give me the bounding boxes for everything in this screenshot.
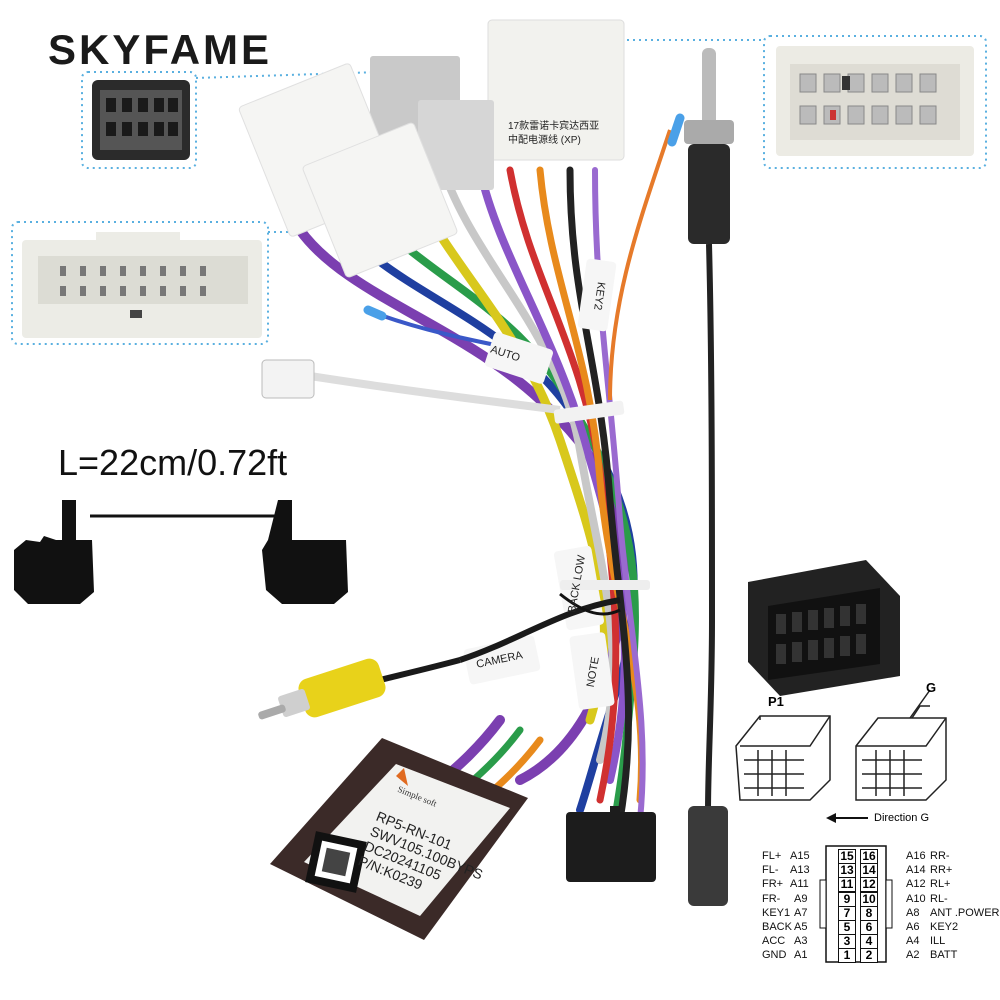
pin-number: 4 [860,934,878,950]
pin-left-name: GND [762,949,787,962]
pin-right-code: A6 [906,921,920,933]
pin-number: 14 [860,863,878,879]
pin-number: 10 [860,891,878,907]
white-connectors [238,19,625,278]
pin-number: 12 [860,877,878,893]
pin-number: 7 [838,905,856,921]
pin-right-code: A16 [906,850,926,862]
pin-right-name: KEY2 [930,921,959,933]
pin-number: 5 [838,920,856,935]
pin-right-name: BATT [930,949,958,962]
pin-number: 9 [838,891,856,907]
pin-right-code: A4 [906,935,920,948]
brand-logo: SKYFAME [48,26,273,73]
connector-line-drawings [735,689,947,801]
pin-right-code: A8 [906,906,920,919]
antenna-cable [684,48,734,906]
pin-left-code: A7 [794,906,808,919]
decoder-box [270,738,528,940]
pin-left-name: FL+ [762,850,782,862]
black-connector-detail [748,560,900,696]
pin-left-code: A15 [790,850,810,862]
pin-number: 16 [860,849,878,864]
pin-left-code: A9 [794,892,808,905]
pin-left-name: FR+ [762,878,784,891]
pin-left-code: A11 [790,878,809,891]
pin-left-name: ACC [762,935,786,948]
pin-number: 1 [838,948,856,964]
pin-left-name: FR- [762,892,781,905]
pin-right-code: A12 [906,878,926,891]
pin-number: 2 [860,948,878,964]
pin-left-code: A13 [790,864,810,877]
pin-right-name: RL+ [930,878,951,891]
pin-right-name: RR+ [930,864,953,877]
small-black-connector [92,80,190,160]
right-white-connector [776,46,974,156]
pin-number: 15 [838,849,856,864]
pin-right-code: A10 [906,892,926,905]
pin-number: 8 [860,905,878,921]
pin-left-code: A3 [794,935,808,948]
pin-right-name: RR- [930,850,950,862]
pin-right-code: A14 [906,864,926,877]
p1-label: P1 [768,694,784,709]
pin-number: 11 [838,877,856,893]
black-16pin-plug [566,806,656,882]
pin-number: 3 [838,934,856,950]
pin-right-name: RL- [930,892,948,905]
cable-length-label: L=22cm/0.72ft [58,442,288,483]
pin-left-name: KEY1 [762,906,791,919]
pin-left-name: FL- [762,864,779,877]
direction-label: Direction G [874,812,930,824]
pin-left-code: A1 [794,949,808,962]
g-label: G [926,680,937,695]
pin-right-code: A2 [906,949,920,962]
pin-left-code: A5 [794,921,808,933]
rca-plug [258,658,386,720]
pin-right-name: ANT .POWER [930,906,1000,919]
pin-left-name: BACK [762,921,792,933]
large-white-connector [22,232,262,338]
pin-right-name: ILL [930,935,946,948]
pin-number: 13 [838,863,856,879]
pin-number: 6 [860,920,878,935]
connector-label: 17款雷诺卡宾达西亚 中配电源线 (XP) [508,121,600,146]
hand-icons [14,500,348,604]
